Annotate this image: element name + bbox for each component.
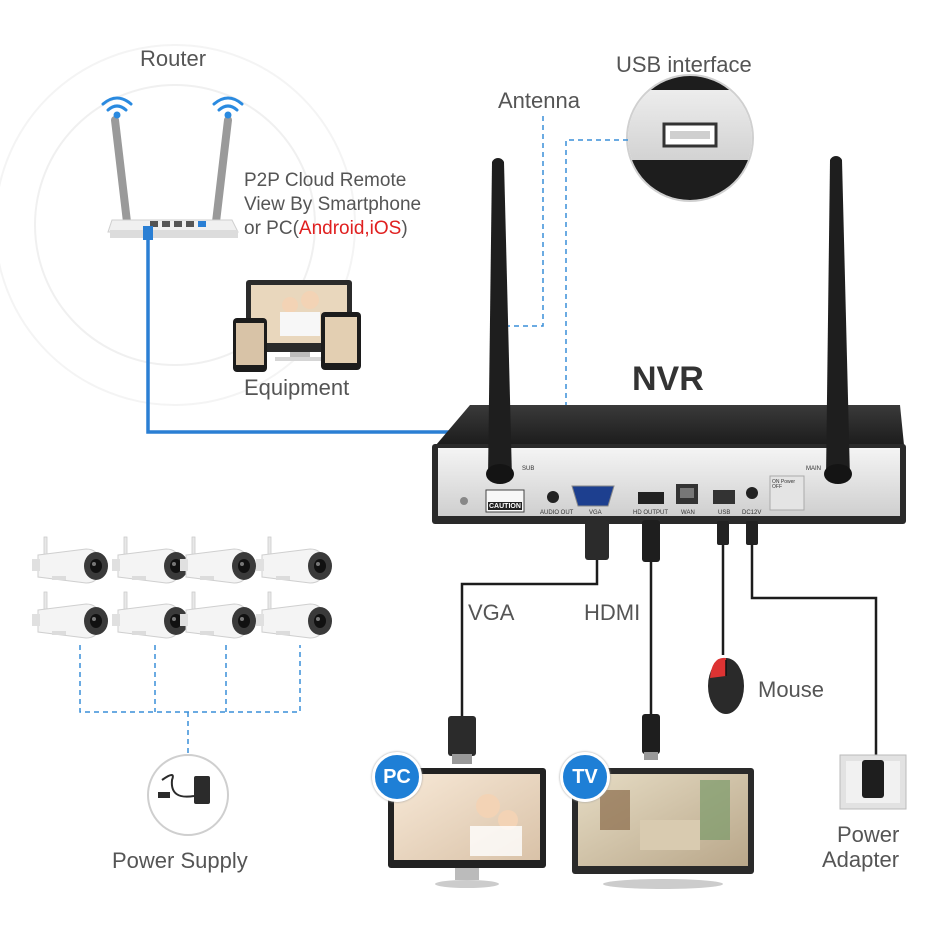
camera-icon — [31, 536, 109, 584]
wifi-icon — [101, 96, 244, 119]
port-label-usb: USB — [718, 510, 731, 516]
vga-plug-icon — [448, 520, 609, 764]
camera-icon — [111, 591, 189, 639]
camera-group — [31, 536, 333, 639]
port-label-main: MAIN — [806, 466, 821, 472]
port-label-hd-output: HD OUTPUT — [633, 510, 668, 516]
camera-power-lines — [79, 645, 301, 755]
camera-icon — [255, 536, 333, 584]
power-adapter-label-line1: Power — [837, 822, 900, 847]
equipment-icon — [233, 280, 361, 372]
usb-interface-label: USB interface — [616, 52, 752, 77]
camera-icon — [179, 591, 257, 639]
mouse-label: Mouse — [758, 677, 825, 702]
vga-label: VGA — [468, 600, 515, 625]
nvr-title: NVR — [632, 360, 704, 398]
usb-plug-icon — [717, 521, 729, 545]
camera-icon — [255, 591, 333, 639]
tv-badge: TV — [560, 752, 610, 802]
platforms-highlight: Android,iOS — [298, 218, 402, 239]
antenna-pointer-line — [500, 116, 544, 327]
power-supply-label: Power Supply — [112, 848, 248, 873]
p2p-text-line2: View By Smartphone — [244, 194, 422, 215]
caution-label: CAUTION — [489, 503, 521, 510]
camera-icon — [31, 591, 109, 639]
vga-cable — [460, 560, 599, 717]
power-adapter-icon — [839, 754, 907, 810]
antenna-icon — [486, 156, 852, 484]
port-label-vga: VGA — [589, 510, 602, 516]
power-supply-icon — [147, 754, 229, 836]
rj45-plug-icon — [143, 226, 153, 240]
nvr-device — [432, 405, 906, 524]
mouse-icon — [708, 657, 744, 714]
pc-monitor-icon — [388, 768, 546, 888]
p2p-text-line1: P2P Cloud Remote — [244, 170, 407, 191]
port-label-sub: SUB — [522, 466, 535, 472]
usb-interface-closeup — [626, 74, 754, 202]
power-switch-label: ON Power OFF — [772, 479, 796, 490]
hdmi-plug-icon — [642, 520, 660, 760]
router-icon — [107, 116, 239, 238]
usb-pointer-line — [565, 139, 628, 405]
power-cable — [750, 545, 878, 762]
pc-badge: PC — [372, 752, 422, 802]
power-adapter-label-line2: Adapter — [822, 847, 900, 872]
port-label-wan: WAN — [681, 510, 695, 516]
p2p-text-line3: or PC(Android,iOS) — [244, 218, 408, 239]
router-label: Router — [140, 46, 207, 71]
camera-icon — [179, 536, 257, 584]
equipment-label: Equipment — [244, 375, 350, 400]
dc-plug-icon — [746, 521, 758, 545]
wifi-halo — [34, 84, 316, 366]
port-label-audio-out: AUDIO OUT — [540, 510, 574, 516]
port-label-dc12v: DC12V — [742, 510, 762, 516]
antenna-label: Antenna — [498, 88, 580, 113]
camera-icon — [111, 536, 189, 584]
hdmi-label: HDMI — [584, 600, 641, 625]
